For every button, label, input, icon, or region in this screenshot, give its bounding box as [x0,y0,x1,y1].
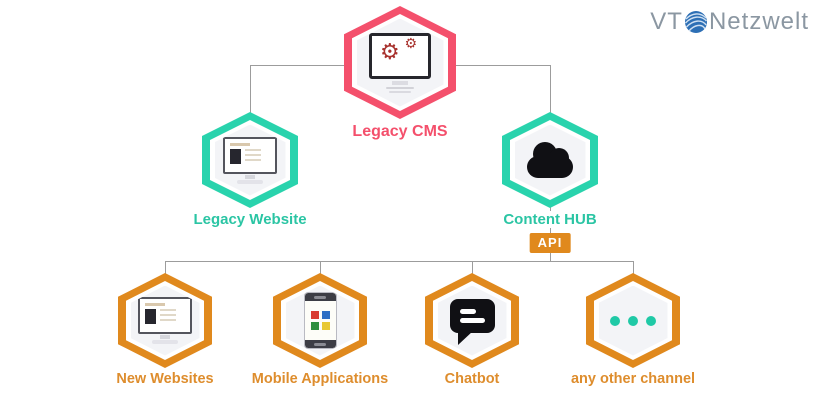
gear-icon: ⚙ [404,35,417,52]
connector-line [250,65,251,113]
chat-bubble-icon [450,298,495,345]
hexagon-inner [598,285,668,356]
node-chatbot [425,273,519,368]
chatbot-label: Chatbot [444,371,500,387]
hexagon-white-ring [126,281,204,360]
content-hub-label: Content HUB [499,211,601,228]
monitor-gears-icon: ⚙ ⚙ [369,32,431,93]
connector-line [472,261,473,274]
hexagon-white-ring [510,120,590,200]
globe-icon [684,11,707,33]
hexagon-inner [285,285,355,356]
connector-line [165,261,166,274]
hexagon-white-ring [433,281,511,360]
gear-icon: ⚙ [380,39,400,65]
mobile-phone-icon [303,292,337,349]
node-content-hub [502,112,598,208]
vtnetzwelt-logo: VT Netzwelt [650,8,809,36]
hexagon-inner [514,124,586,196]
hexagon-white-ring [594,281,672,360]
node-any-other-channel [586,273,680,368]
connector-line [165,261,634,262]
node-new-websites [118,273,212,368]
website-monitor-icon [223,136,277,184]
hexagon-white-ring [210,120,290,200]
node-legacy-cms: ⚙ ⚙ [344,6,456,119]
connector-line [550,65,551,113]
hexagon-white-ring: ⚙ ⚙ [352,14,448,111]
hexagon-inner: ⚙ ⚙ [356,18,444,107]
cloud-icon [527,142,573,178]
node-legacy-website [202,112,298,208]
website-monitor-icon [138,297,192,344]
ellipsis-icon [610,315,656,326]
legacy-cms-label: Legacy CMS [352,123,448,140]
connector-line [320,261,321,274]
connector-line [633,261,634,274]
api-badge: API [529,233,571,253]
legacy-website-label: Legacy Website [193,211,307,228]
hexagon-inner [214,124,286,196]
hexagon-inner [130,285,200,356]
hexagon-white-ring [281,281,359,360]
hexagon-inner [437,285,507,356]
logo-suffix: Netzwelt [708,8,809,35]
logo-prefix: VT [650,8,683,35]
mobile-applications-label: Mobile Applications [251,371,389,387]
any-other-channel-label: any other channel [570,371,696,387]
node-mobile-applications [273,273,367,368]
new-websites-label: New Websites [116,371,214,387]
